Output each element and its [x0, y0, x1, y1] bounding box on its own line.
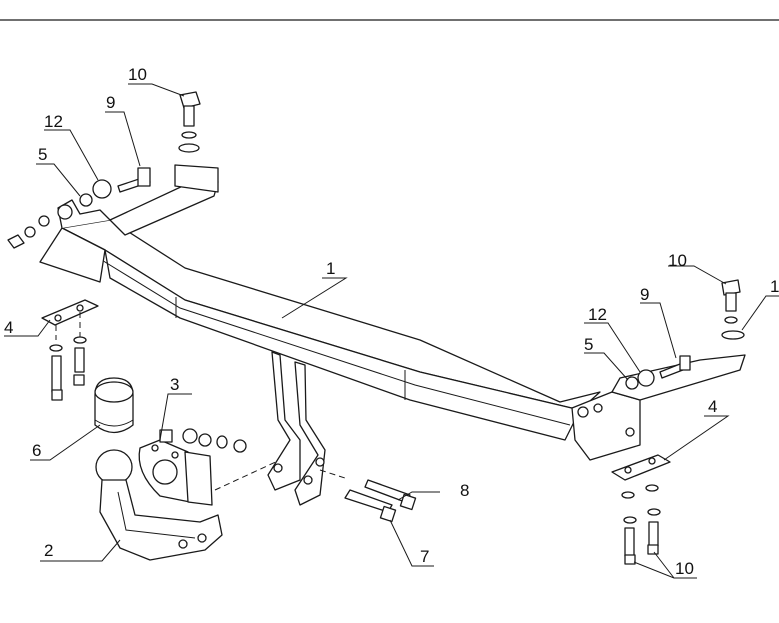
label-bolt-top-left: 10	[128, 65, 147, 84]
label-washer-right: 12	[588, 305, 607, 324]
left-top-bolt	[178, 91, 201, 153]
label-bolt-7: 7	[420, 547, 429, 566]
crossbar-beam	[39, 164, 746, 461]
leader-lines	[4, 83, 779, 579]
label-socket-bracket: 3	[170, 375, 179, 394]
label-beam: 1	[326, 259, 335, 278]
ball-cover	[94, 377, 134, 434]
label-plate-right: 4	[708, 397, 717, 416]
hitch-bracket	[267, 351, 346, 506]
label-plate-left: 4	[4, 318, 13, 337]
tow-ball-neck	[95, 449, 223, 561]
left-mount-plate	[41, 299, 99, 401]
label-bolt-9-right: 9	[640, 285, 649, 304]
label-washer-left: 12	[44, 112, 63, 131]
label-tow-ball: 2	[44, 541, 53, 560]
label-bolt-far-right: 1	[770, 277, 779, 296]
label-bolt-8: 8	[460, 481, 469, 500]
right-top-bolt	[721, 279, 745, 340]
label-spacer-left: 5	[38, 145, 47, 164]
left-washer-stack	[7, 167, 151, 249]
label-bolt-9-left: 9	[106, 93, 115, 112]
label-spacer-right: 5	[584, 335, 593, 354]
label-bolts-bottom-right: 10	[675, 559, 694, 578]
right-mount-plate	[611, 454, 671, 565]
label-bolt-top-right: 10	[668, 251, 687, 270]
bracket-bolts	[344, 479, 417, 523]
label-ball-cover: 6	[32, 441, 41, 460]
right-washer-stack	[625, 355, 691, 390]
socket-bracket	[138, 428, 281, 506]
